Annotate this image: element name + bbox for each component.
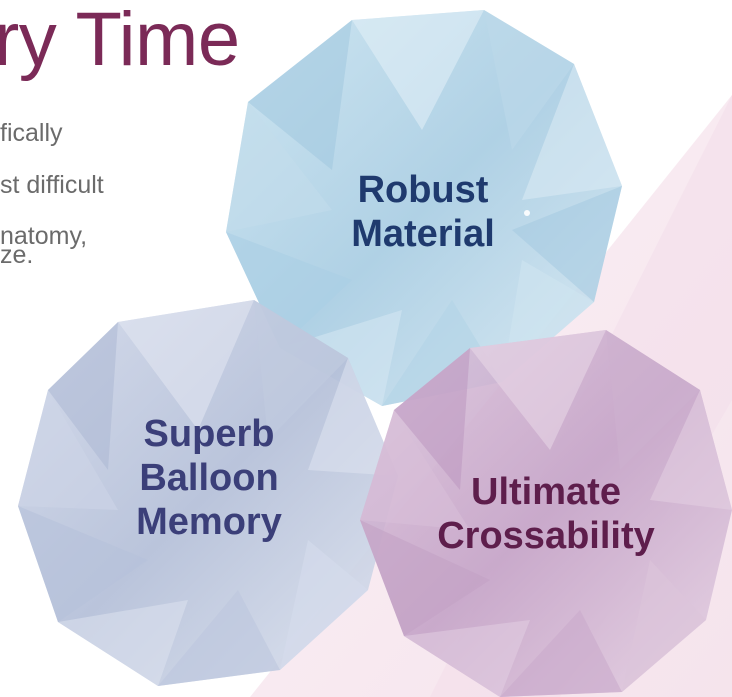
intro-line-1: fically: [0, 119, 63, 147]
intro-line-3: natomy,: [0, 222, 88, 250]
crystal-gem-icon: [18, 300, 398, 686]
feature-label: Ultimate Crossability: [360, 470, 732, 558]
page-title: ry Time: [0, 0, 240, 82]
feature-gem-ultimate-crossability: Ultimate Crossability: [360, 330, 732, 697]
feature-label-line-1: Superb: [143, 413, 275, 455]
intro-line-4: ze.: [0, 241, 34, 269]
feature-gem-superb-balloon-memory: Superb Balloon Memory: [18, 300, 400, 687]
feature-label: Robust Material: [222, 168, 624, 256]
feature-label: Superb Balloon Memory: [18, 412, 400, 544]
intro-line-2: st difficult: [0, 171, 104, 199]
feature-label-line-1: Robust: [357, 169, 489, 211]
crystal-gem-icon: [360, 330, 732, 697]
feature-label-line-2: Crossability: [437, 515, 655, 557]
feature-label-line-1: Ultimate: [471, 471, 621, 513]
crystal-gem-icon: [226, 10, 622, 406]
feature-label-line-2: Balloon: [139, 457, 279, 499]
feature-gem-robust-material: Robust Material: [222, 10, 624, 408]
feature-label-line-3: Memory: [136, 501, 282, 543]
feature-label-line-2: Material: [351, 213, 495, 255]
